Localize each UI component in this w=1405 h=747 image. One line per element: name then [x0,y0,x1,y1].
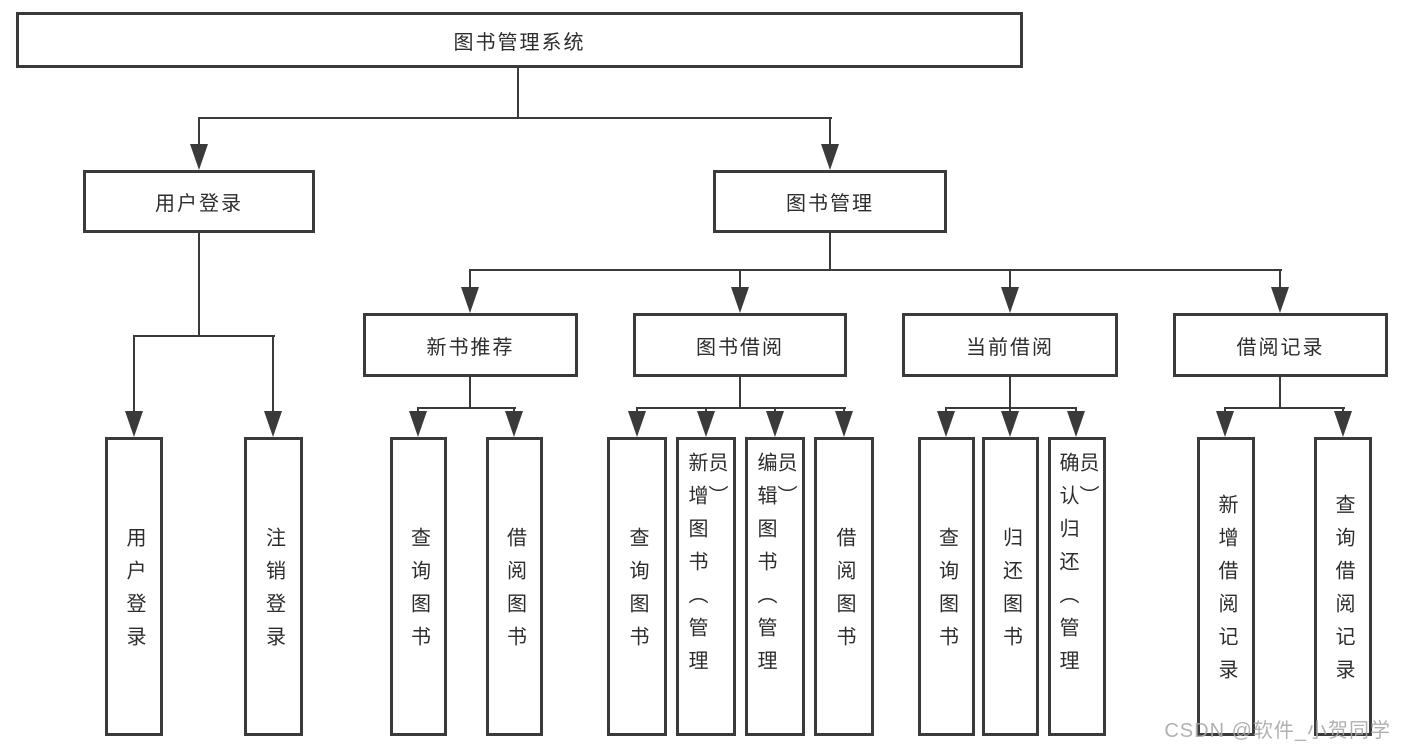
arrow-down-icon [125,411,143,437]
leaf-label: 查询图书 [935,526,958,659]
connector-line [198,117,200,146]
arrow-down-icon [1001,287,1019,313]
arrow-down-icon [821,144,839,170]
leaf-label: 查询借阅记录 [1332,493,1354,692]
leaf-logout: 注销登录 [244,437,303,736]
leaf-label: 用户登录 [123,526,145,659]
leaf-query-books: 查询图书 [918,437,975,736]
node-book-borrowing: 图书借阅 [633,313,847,377]
arrow-down-icon [409,411,427,437]
arrow-down-icon [190,144,208,170]
connector-line [829,232,831,271]
arrow-down-icon [1334,411,1352,437]
connector-line [1009,376,1011,409]
arrow-down-icon [505,411,523,437]
node-user-login: 用户登录 [83,170,315,233]
leaf-query-borrow-record: 查询借阅记录 [1314,437,1372,736]
node-current-borrowing: 当前借阅 [902,313,1118,377]
leaf-label: 新增借阅记录 [1215,493,1237,692]
node-book-management: 图书管理 [713,170,947,233]
leaf-user-login: 用户登录 [105,437,163,736]
arrow-down-icon [1271,287,1289,313]
leaf-label: 新增图书（管理员） [685,452,727,683]
leaf-label: 编辑图书（管理员） [754,452,796,683]
leaf-query-books: 查询图书 [390,437,447,736]
connector-line [198,232,200,337]
connector-line [133,335,135,413]
connector-line [417,407,516,409]
arrow-down-icon [264,411,282,437]
arrow-down-icon [766,411,784,437]
leaf-borrow-books: 借阅图书 [814,437,874,736]
leaf-label: 查询图书 [407,526,430,659]
arrow-down-icon [1001,411,1019,437]
leaf-label: 借阅图书 [833,526,855,659]
connector-line [945,407,1077,409]
csdn-watermark: CSDN @软件_小贺同学 [1164,720,1391,742]
connector-line [1279,376,1281,409]
leaf-add-books-admin: 新增图书（管理员） [676,437,736,736]
arrow-down-icon [1216,411,1234,437]
connector-line [739,269,741,289]
arrow-down-icon [835,411,853,437]
leaf-label: 注销登录 [262,526,285,659]
leaf-edit-books-admin: 编辑图书（管理员） [745,437,805,736]
leaf-label: 查询图书 [626,526,648,659]
node-new-book-recommend: 新书推荐 [363,313,578,377]
leaf-confirm-return-admin: 确认归还（管理员） [1048,437,1106,736]
connector-line [517,67,519,119]
connector-line [133,335,275,337]
arrow-down-icon [731,287,749,313]
connector-line [469,376,471,409]
connector-line [198,117,832,119]
connector-line [272,335,274,413]
connector-line [739,376,741,409]
leaf-query-books: 查询图书 [607,437,667,736]
leaf-return-books: 归还图书 [982,437,1039,736]
connector-line [1224,407,1345,409]
leaf-label: 确认归还（管理员） [1056,452,1098,683]
arrow-down-icon [1067,411,1085,437]
node-borrowing-records: 借阅记录 [1173,313,1388,377]
arrow-down-icon [937,411,955,437]
arrow-down-icon [697,411,715,437]
arrow-down-icon [628,411,646,437]
connector-line [469,269,471,289]
connector-line [469,269,1282,271]
connector-line [1009,269,1011,289]
node-root-library-system: 图书管理系统 [16,12,1023,68]
arrow-down-icon [461,287,479,313]
leaf-borrow-books: 借阅图书 [486,437,543,736]
leaf-label: 归还图书 [999,526,1022,659]
connector-line [1279,269,1281,289]
leaf-label: 借阅图书 [503,526,526,659]
leaf-add-borrow-record: 新增借阅记录 [1197,437,1255,736]
connector-line [636,407,846,409]
connector-line [829,117,831,146]
